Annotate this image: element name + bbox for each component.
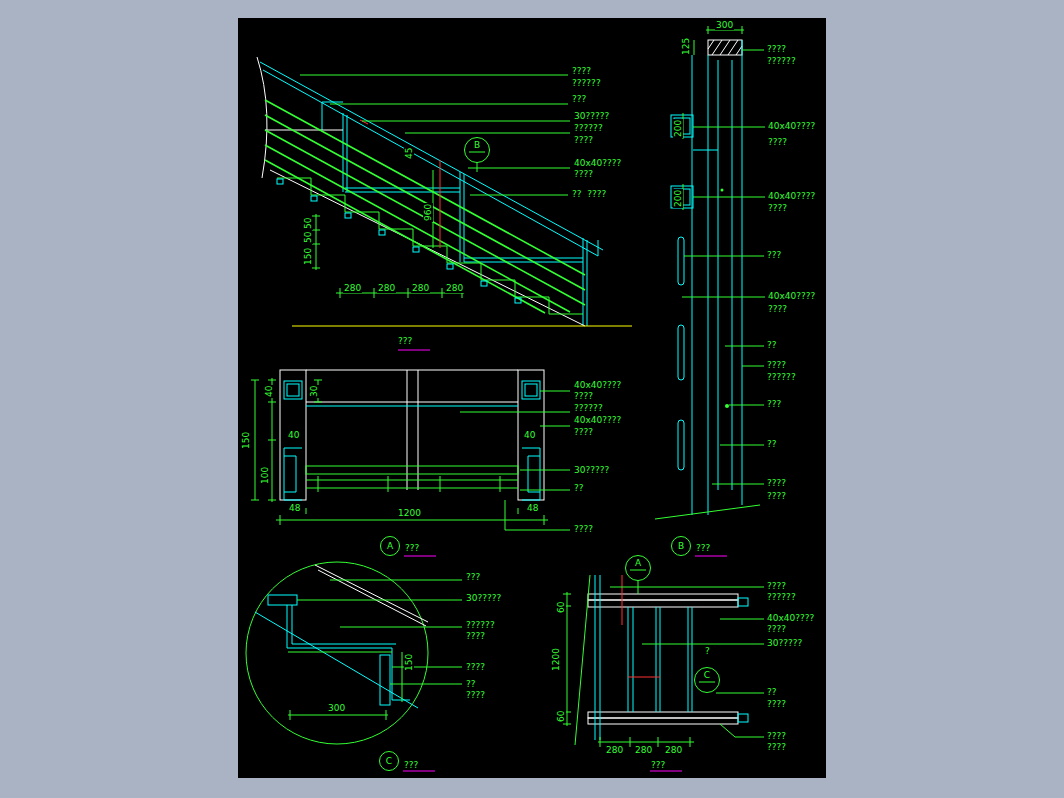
annotation: 40x40????	[573, 380, 622, 390]
annotation: 40	[287, 430, 300, 440]
annotation: 280	[377, 283, 396, 293]
annotation: ???	[403, 760, 419, 770]
annotation: 40x40????	[767, 191, 816, 201]
annotation: ???	[650, 760, 666, 770]
annotation: 40	[523, 430, 536, 440]
annotation: 40x40????	[573, 158, 622, 168]
annotation: ????	[465, 690, 486, 700]
annotation: 45	[404, 147, 414, 160]
annotation: 280	[664, 745, 683, 755]
annotation: 280	[605, 745, 624, 755]
annotation: ????	[767, 137, 788, 147]
annotation: ??????	[571, 78, 602, 88]
annotation: ????	[766, 360, 787, 370]
annotation: ??????	[465, 620, 496, 630]
annotation: 50	[303, 217, 313, 230]
annotation: 30	[309, 385, 319, 398]
annotation: 40	[264, 385, 274, 398]
marker-letter: A	[626, 558, 650, 568]
annotation: ??	[573, 483, 585, 493]
annotation: 1200	[397, 508, 422, 518]
annotation: ????	[766, 478, 787, 488]
annotation: ???	[695, 543, 711, 553]
annotation: ??	[766, 687, 778, 697]
annotation: 960	[423, 203, 433, 222]
annotation: 150	[303, 247, 313, 266]
annotation: 280	[343, 283, 362, 293]
annotation: ???	[571, 94, 587, 104]
annotation: 40x40????	[573, 415, 622, 425]
annotation: ??????	[766, 592, 797, 602]
annotation: ??????	[573, 123, 604, 133]
annotation: ????	[767, 203, 788, 213]
annotation: 30?????	[573, 465, 610, 475]
annotation: ????	[573, 427, 594, 437]
marker-letter: B	[672, 541, 690, 551]
annotation: ????	[573, 524, 594, 534]
annotation: 200	[673, 119, 683, 138]
annotation: 40x40????	[767, 121, 816, 131]
annotation: ????	[573, 391, 594, 401]
annotation: 300	[327, 703, 346, 713]
annotation: ???	[766, 399, 782, 409]
annotation: ???	[404, 543, 420, 553]
annotation: 280	[445, 283, 464, 293]
annotation: ???	[766, 250, 782, 260]
annotation: 150	[241, 431, 251, 450]
annotation: ??????	[573, 403, 604, 413]
annotation: ??????	[766, 56, 797, 66]
annotation: 60	[556, 601, 566, 614]
annotation: ????	[767, 304, 788, 314]
annotation: ????	[766, 491, 787, 501]
section-marker: C	[694, 667, 720, 693]
annotation: 30?????	[766, 638, 803, 648]
annotation: ????	[766, 581, 787, 591]
annotation: 40x40????	[767, 291, 816, 301]
annotation: 40x40????	[766, 613, 815, 623]
annotation: 200	[673, 189, 683, 208]
annotation: 150	[404, 653, 414, 672]
annotation: ????	[573, 169, 594, 179]
annotation: 280	[411, 283, 430, 293]
annotation: ????	[766, 624, 787, 634]
annotation: 48	[526, 503, 539, 513]
section-marker: B	[671, 536, 691, 556]
section-marker: C	[379, 751, 399, 771]
annotation: ??	[766, 340, 778, 350]
annotation: ????	[465, 631, 486, 641]
marker-letter: B	[465, 140, 489, 150]
annotation: ???	[465, 572, 481, 582]
annotation: ????	[766, 742, 787, 752]
annotation: ??	[465, 679, 477, 689]
annotation: ????	[465, 662, 486, 672]
annotation: 60	[556, 710, 566, 723]
annotation: 100	[260, 466, 270, 485]
annotation: 50	[303, 231, 313, 244]
annotation: ????	[766, 731, 787, 741]
annotation: ?	[704, 646, 711, 656]
drawing-sheet	[238, 18, 826, 778]
marker-letter: A	[381, 541, 399, 551]
annotation: ?? ????	[571, 189, 607, 199]
annotation: ????	[766, 44, 787, 54]
annotation: ????	[766, 699, 787, 709]
marker-letter: C	[695, 670, 719, 680]
annotation: 30?????	[573, 111, 610, 121]
annotation: ????	[571, 66, 592, 76]
annotation: ???	[397, 336, 413, 346]
annotation: ??????	[766, 372, 797, 382]
annotation: 1200	[551, 647, 561, 672]
section-marker: A	[380, 536, 400, 556]
annotation: 300	[715, 20, 734, 30]
annotation: 125	[681, 37, 691, 56]
marker-letter: C	[380, 756, 398, 766]
annotation: 48	[288, 503, 301, 513]
annotation: ????	[573, 135, 594, 145]
annotation: 280	[634, 745, 653, 755]
section-marker: B	[464, 137, 490, 163]
section-marker: A	[625, 555, 651, 581]
annotation: ??	[766, 439, 778, 449]
annotation: 30?????	[465, 593, 502, 603]
